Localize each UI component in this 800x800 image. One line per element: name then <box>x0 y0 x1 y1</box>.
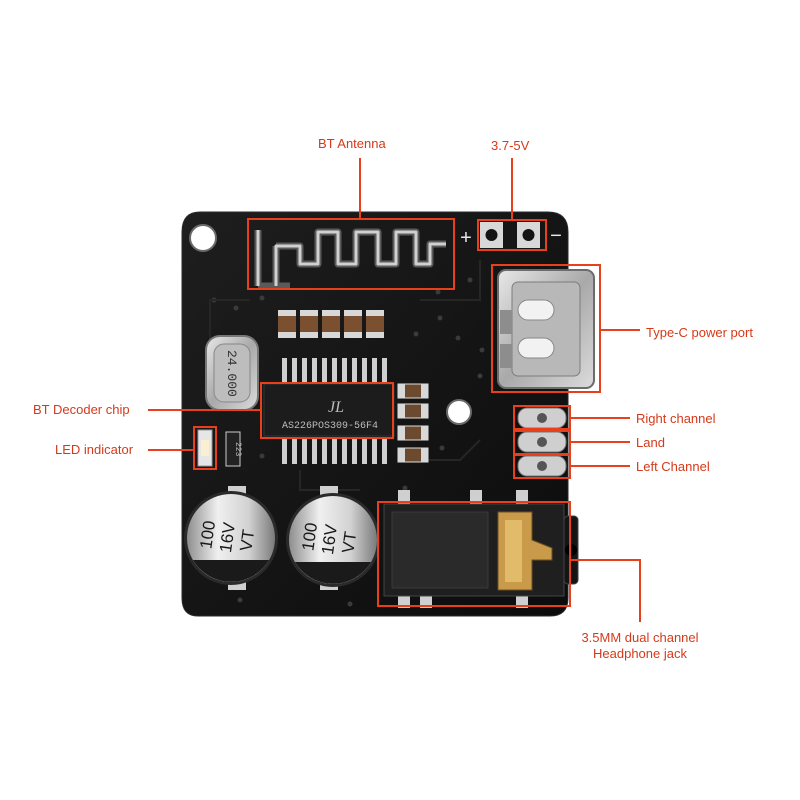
jack-highlight <box>377 501 571 607</box>
resistor: 223 <box>225 431 242 467</box>
smd-components-right <box>397 383 429 463</box>
chip-part-number: AS226POS309-56F4 <box>282 421 378 432</box>
land-label: Land <box>636 435 665 450</box>
bt-decoder-label: BT Decoder chip <box>33 402 130 417</box>
crystal-marking: 24.000 <box>224 350 239 397</box>
led-indicator-label: LED indicator <box>55 442 134 457</box>
cap-label-brand: VT <box>338 530 360 554</box>
power-pads: + − <box>460 222 562 249</box>
headphone-jack-label: 3.5MM dual channel Headphone jack <box>560 630 720 662</box>
antenna-highlight <box>247 218 455 290</box>
left-channel-label: Left Channel <box>636 459 710 474</box>
type-c-label: Type-C power port <box>646 325 753 340</box>
cap-label-value: 100 <box>196 519 219 550</box>
smd-capacitors <box>278 310 384 338</box>
led-highlight <box>193 426 217 470</box>
cap-label-brand: VT <box>236 528 258 552</box>
electrolytic-capacitor: 100 16V VT <box>286 486 380 590</box>
crystal-oscillator: 24.000 <box>205 335 259 411</box>
headphone-jack-label-line1: 3.5MM dual channel <box>581 630 699 645</box>
resistor-marking: 223 <box>233 442 242 457</box>
cap-label-voltage: 16V <box>318 523 341 556</box>
headphone-jack <box>383 490 579 608</box>
type-c-port <box>497 269 595 389</box>
bt-decoder-chip: JL AS226POS309-56F4 <box>263 358 395 464</box>
voltage-label: 3.7-5V <box>491 138 530 153</box>
cap-label-value: 100 <box>298 521 321 552</box>
headphone-jack-label-line2: Headphone jack <box>593 646 687 661</box>
chip-logo: JL <box>328 399 344 416</box>
bt-antenna-label: BT Antenna <box>318 136 386 151</box>
leader-lines <box>148 158 641 622</box>
minus-marking: − <box>550 225 562 247</box>
electrolytic-capacitor: 100 16V VT <box>184 486 278 590</box>
bt-antenna <box>254 228 446 290</box>
cap-label-voltage: 16V <box>216 521 239 554</box>
plus-marking: + <box>460 227 472 249</box>
audio-output-pads <box>517 407 567 477</box>
right-channel-label: Right channel <box>636 411 716 426</box>
led-indicator-component <box>197 429 213 467</box>
type-c-highlight <box>491 264 601 393</box>
mounting-hole <box>189 224 217 252</box>
mounting-hole <box>446 399 472 425</box>
